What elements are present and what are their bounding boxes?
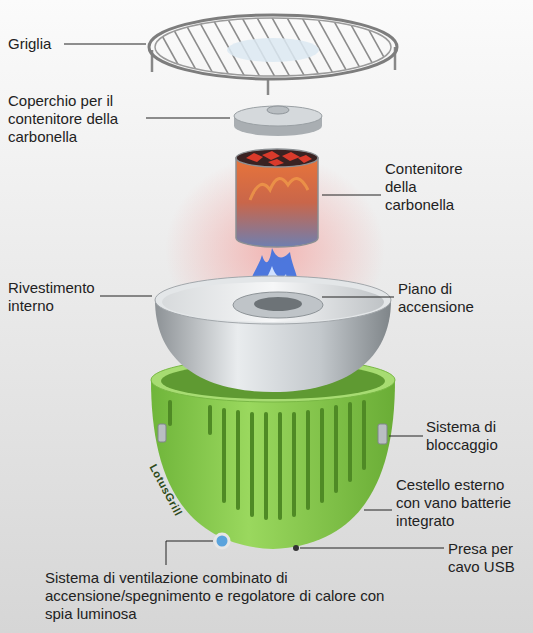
part-label: Piano di accensione — [398, 280, 502, 316]
charcoal-pieces — [246, 151, 312, 166]
ignition-center — [254, 297, 302, 311]
lock-clip — [378, 424, 387, 444]
brand-logo: LotusGrill — [147, 462, 184, 518]
leader-line — [300, 548, 444, 549]
grill-grate — [115, 5, 420, 95]
usb-port — [293, 545, 299, 551]
basket-slot — [334, 405, 338, 493]
basket-slot — [306, 410, 310, 510]
container-body — [236, 158, 318, 247]
grill-leg — [267, 78, 270, 95]
lid-top — [234, 106, 322, 126]
leader-line — [364, 510, 392, 511]
lid-knob — [267, 106, 289, 114]
charcoal-container — [236, 149, 318, 247]
part-label: Cestello esterno con vano batterie integ… — [396, 476, 528, 530]
basket-slot — [168, 400, 172, 426]
ignition-plate — [233, 292, 323, 318]
grill-bars — [115, 5, 420, 95]
grill-bar — [340, 5, 390, 95]
basket-slot — [362, 400, 366, 470]
leader-line — [166, 541, 213, 565]
leader-line — [322, 297, 394, 298]
basket-slot — [264, 412, 268, 520]
grill-inner-ring — [155, 18, 391, 76]
grill-rim — [149, 15, 397, 79]
bowl-rim — [155, 276, 391, 324]
part-label: Contenitore della carbonella — [385, 160, 481, 214]
basket-slot — [208, 405, 212, 435]
leader-line — [389, 436, 423, 437]
container-top — [236, 149, 318, 167]
basket-slot — [278, 412, 282, 520]
leader-line — [146, 118, 230, 119]
leader-lines — [64, 44, 444, 565]
part-label: Coperchio per il contenitore della carbo… — [8, 92, 144, 146]
leader-line — [100, 296, 152, 297]
lock-clip — [158, 424, 166, 442]
charcoal-lid — [234, 106, 322, 136]
grill-bar — [115, 5, 165, 95]
basket-slot — [348, 402, 352, 482]
basket-slot — [236, 410, 240, 510]
container-fire — [250, 179, 308, 200]
control-knob — [215, 534, 229, 548]
basket-body — [151, 380, 395, 549]
part-label: Griglia — [8, 35, 68, 53]
part-label: Sistema di ventilazione combinato di acc… — [45, 569, 415, 623]
basket-slot — [222, 408, 226, 503]
part-label: Presa per cavo USB — [448, 540, 528, 576]
grill-bar — [160, 5, 210, 95]
inner-bowl — [155, 276, 391, 392]
grill-center-plate — [227, 38, 319, 62]
leader-line — [322, 195, 381, 196]
part-label: Sistema di bloccaggio — [426, 418, 526, 454]
part-label: Rivestimento interno — [8, 279, 100, 315]
bowl-inside — [162, 282, 384, 322]
basket-slot — [320, 408, 324, 503]
basket-slots — [168, 400, 366, 520]
leader-line — [64, 44, 146, 45]
grill-bar — [145, 5, 195, 95]
basket-slot — [292, 412, 296, 517]
basket-slot — [250, 412, 254, 517]
